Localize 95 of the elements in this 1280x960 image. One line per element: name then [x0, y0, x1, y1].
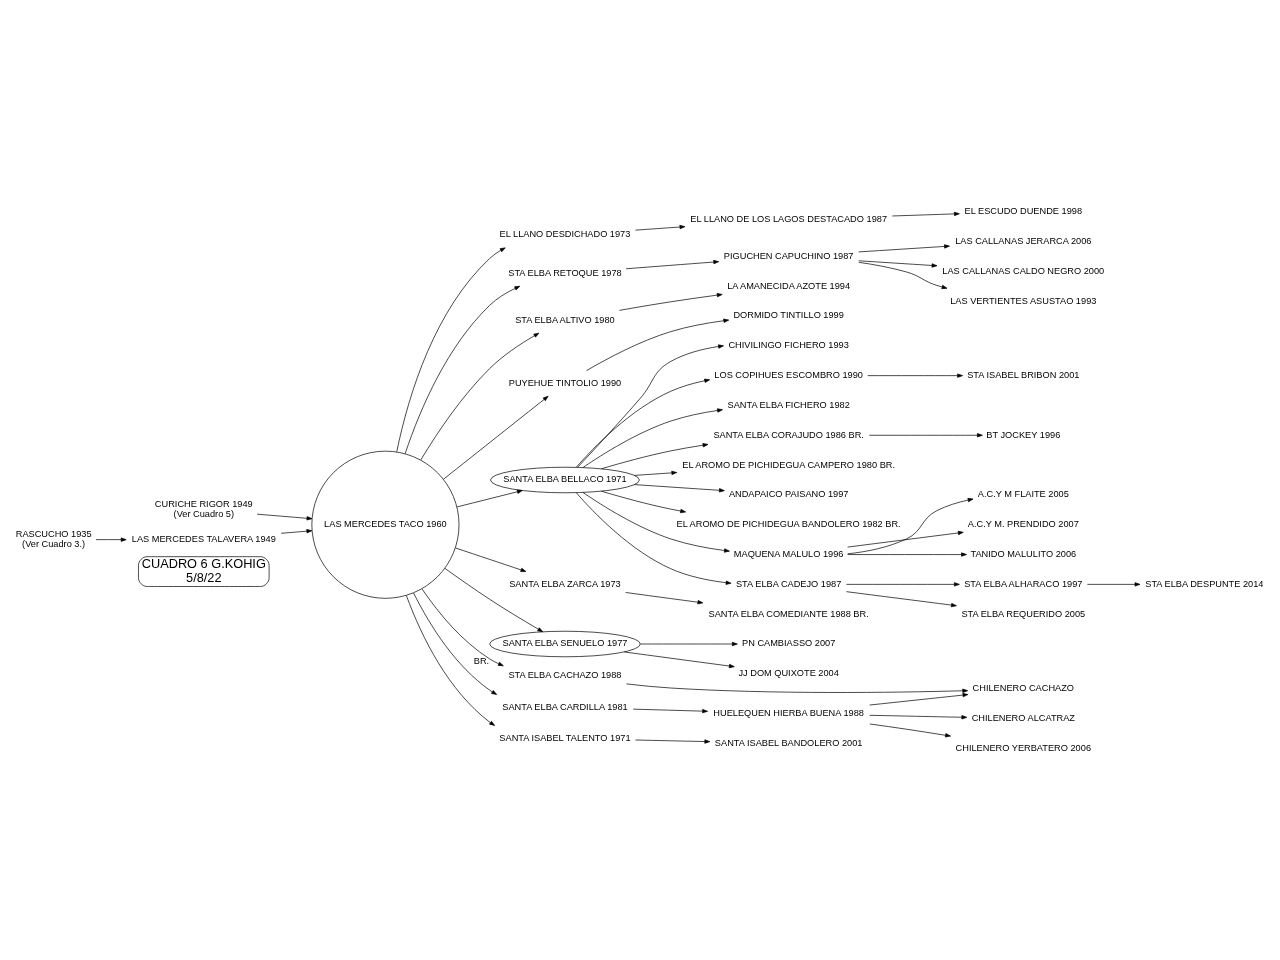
- arrow: [576, 378, 711, 468]
- arrow: [256, 513, 313, 521]
- node-text: ANDAPAICO PAISANO 1997: [728, 489, 849, 500]
- arrow: [601, 443, 709, 470]
- node-label: BR.: [473, 656, 490, 667]
- arrow: [421, 588, 504, 667]
- arrow: [639, 641, 738, 647]
- node-text: A.C.Y M. PRENDIDO 2007: [967, 519, 1079, 530]
- arrow: [867, 373, 963, 378]
- node-text: SANTA ISABEL TALENTO 1971: [499, 732, 631, 743]
- node-text: RASCUCHO 1935 (Ver Cuadro 3.): [15, 529, 92, 550]
- node-text: EL ESCUDO DUENDE 1998: [964, 206, 1083, 217]
- node-text: LAS VERTIENTES ASUSTAO 1993: [950, 295, 1097, 306]
- arrow: [406, 595, 495, 726]
- node-text: STA ELBA DESPUNTE 2014: [1145, 578, 1264, 589]
- arrow: [404, 285, 521, 454]
- arrow: [634, 484, 725, 493]
- node-text: HUELEQUEN HIERBA BUENA 1988: [713, 708, 864, 718]
- arrow: [847, 498, 974, 555]
- node-text: LAS CALLANAS CALDO NEGRO 2000: [942, 265, 1105, 276]
- node-text: STA ELBA ALTIVO 1980: [515, 314, 615, 325]
- arrow: [858, 261, 948, 289]
- arrow: [868, 433, 983, 438]
- arrow: [847, 530, 964, 548]
- node-circle: LAS MERCEDES TACO 1960: [311, 450, 460, 599]
- arrow: [635, 739, 711, 744]
- arrow: [869, 723, 951, 738]
- arrow: [632, 708, 708, 714]
- node-text: STA ELBA RETOQUE 1978: [508, 267, 622, 278]
- node-text: CHILENERO YERBATERO 2006: [955, 742, 1092, 753]
- node-text: PUYEHUE TINTOLIO 1990: [508, 377, 622, 388]
- node-text: CURICHE RIGOR 1949 (Ver Cuadro 5): [154, 499, 253, 520]
- node-ellipse: SANTA ELBA SENUELO 1977: [489, 630, 641, 658]
- arrow: [858, 244, 950, 253]
- arrow: [635, 224, 686, 231]
- node-text: CHIVILINGO FICHERO 1993: [728, 340, 849, 351]
- node-text: BT JOCKEY 1996: [986, 429, 1061, 440]
- node-text: STA ELBA ALHARACO 1997: [964, 578, 1083, 589]
- arrow: [847, 552, 967, 557]
- arrow: [586, 318, 730, 371]
- arrow: [577, 344, 724, 468]
- arrow: [582, 492, 730, 553]
- node-text: STA ELBA CADEJO 1987: [735, 578, 842, 589]
- node-text: LOS COPIHUES ESCOMBRO 1990: [714, 370, 863, 381]
- node-text: EL LLANO DESDICHADO 1973: [499, 229, 631, 240]
- node-text: CHILENERO CACHAZO: [972, 683, 1075, 694]
- arrow: [869, 714, 968, 720]
- arrow: [444, 568, 544, 633]
- arrow: [455, 547, 527, 572]
- node-text: DORMIDO TINTILLO 1999: [733, 310, 844, 321]
- node-text: STA ELBA CACHAZO 1988: [508, 669, 622, 680]
- arrow: [95, 537, 127, 542]
- arrow: [858, 260, 938, 268]
- arrow: [623, 651, 735, 669]
- node-text: SANTA ELBA CARDILLA 1981: [502, 701, 628, 712]
- node-text: LA AMANECIDA AZOTE 1994: [727, 280, 851, 291]
- node-text: LAS CALLANAS JERARCA 2006: [955, 235, 1092, 246]
- node-text: CHILENERO ALCATRAZ: [971, 712, 1075, 723]
- node-text: EL AROMO DE PICHIDEGUA BANDOLERO 1982 BR.: [676, 519, 901, 530]
- arrow: [634, 470, 678, 476]
- node-text: SANTA ISABEL BANDOLERO 2001: [714, 737, 863, 748]
- arrow: [846, 582, 960, 587]
- arrow: [456, 489, 523, 508]
- arrow: [625, 592, 704, 605]
- node-box: CUADRO 6 G.KOHIG 5/8/22: [138, 556, 270, 587]
- node-text: SANTA ELBA FICHERO 1982: [727, 399, 850, 410]
- arrow: [396, 247, 506, 453]
- arrow: [869, 693, 969, 706]
- node-text: SANTA ELBA CORAJUDO 1986 BR.: [713, 429, 864, 440]
- arrow: [625, 259, 720, 270]
- arrow: [420, 332, 540, 461]
- arrow: [846, 591, 957, 608]
- arrow: [413, 592, 497, 695]
- arrow: [619, 293, 723, 311]
- node-text: JJ DOM QUIXOTE 2004: [738, 668, 839, 679]
- arrow: [576, 492, 732, 585]
- node-text: MAQUENA MALULO 1996: [733, 548, 844, 559]
- arrow: [582, 408, 723, 468]
- arrow: [892, 211, 960, 217]
- node-text: PIGUCHEN CAPUCHINO 1987: [723, 250, 854, 261]
- arrow: [626, 683, 969, 693]
- arrow: [1087, 582, 1141, 587]
- node-text: A.C.Y M FLAITE 2005: [977, 489, 1069, 500]
- node-text: TANIDO MALULITO 2006: [970, 548, 1077, 559]
- node-text: SANTA ELBA COMEDIANTE 1988 BR.: [708, 608, 869, 619]
- arrow: [601, 490, 686, 514]
- arrow: [443, 395, 549, 480]
- node-text: LAS MERCEDES TALAVERA 1949: [131, 534, 276, 545]
- node-text: STA ELBA REQUERIDO 2005: [961, 608, 1086, 619]
- node-text: EL AROMO DE PICHIDEGUA CAMPERO 1980 BR.: [682, 459, 896, 470]
- node-text: SANTA ELBA ZARCA 1973: [509, 578, 621, 589]
- node-text: STA ISABEL BRIBON 2001: [967, 370, 1080, 381]
- node-text: PN CAMBIASSO 2007: [742, 638, 836, 649]
- node-text: EL LLANO DE LOS LAGOS DESTACADO 1987: [690, 213, 888, 224]
- arrow: [280, 529, 313, 534]
